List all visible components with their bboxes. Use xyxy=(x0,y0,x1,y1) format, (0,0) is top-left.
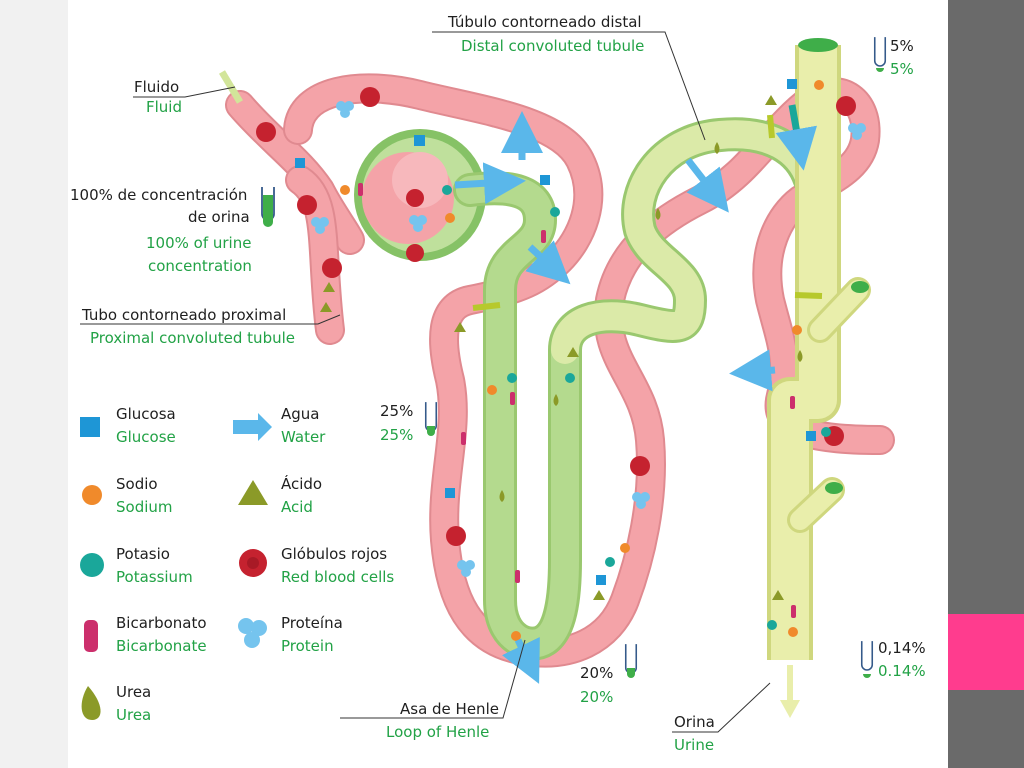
pct-20-es: 20% xyxy=(580,664,613,682)
acid-arrows xyxy=(472,114,823,311)
label-concentration: 100% de concentración de orina 100% of u… xyxy=(70,185,276,275)
label-fluid-es: Fluido xyxy=(134,78,179,96)
legend-bicarbonate-en: Bicarbonate xyxy=(116,637,207,655)
sodium-dot-icon xyxy=(82,485,102,505)
legend-item-glucose: Glucosa Glucose xyxy=(80,405,176,446)
pct-5-es: 5% xyxy=(890,37,914,55)
legend-acid-en: Acid xyxy=(281,498,313,516)
acid-triangle-icon xyxy=(238,480,268,505)
legend-potassium-en: Potassium xyxy=(116,568,193,586)
dark-flow-arrow xyxy=(775,104,818,171)
legend-sodium-en: Sodium xyxy=(116,498,173,516)
label-concentration-en-1: 100% of urine xyxy=(146,234,251,252)
pct-25-es: 25% xyxy=(380,402,413,420)
accent-block xyxy=(948,614,1024,690)
legend-protein-es: Proteína xyxy=(281,614,343,632)
pct-25-en: 25% xyxy=(380,426,413,444)
protein-cluster-icon xyxy=(238,618,267,648)
legend-acid-es: Ácido xyxy=(281,474,322,493)
legend-glucose-es: Glucosa xyxy=(116,405,176,423)
diagram-particles xyxy=(256,79,866,641)
fluid-inlet-arrow xyxy=(218,70,244,104)
test-tube-icon xyxy=(873,36,887,67)
legend: Glucosa Glucose Agua Water Sodio Sodium … xyxy=(80,405,394,724)
legend-potassium-es: Potasio xyxy=(116,545,170,563)
label-concentration-es-2: de orina xyxy=(188,208,250,226)
legend-water-en: Water xyxy=(281,428,326,446)
label-proximal: Tubo contorneado proximal Proximal convo… xyxy=(81,306,295,347)
glucose-square-icon xyxy=(80,417,100,437)
collecting-duct xyxy=(767,38,871,718)
legend-bicarbonate-es: Bicarbonato xyxy=(116,614,207,632)
label-fluid: Fluido Fluid xyxy=(134,78,182,116)
water-arrows xyxy=(454,111,776,684)
label-henle: Asa de Henle Loop of Henle xyxy=(386,700,499,741)
pct-25: 25% 25% xyxy=(380,401,438,444)
label-henle-en: Loop of Henle xyxy=(386,723,489,741)
legend-water-es: Agua xyxy=(281,405,319,423)
legend-rbc-en: Red blood cells xyxy=(281,568,394,586)
legend-item-protein: Proteína Protein xyxy=(238,614,343,655)
pct-014: 0,14% 0.14% xyxy=(860,639,926,680)
label-urine-es: Orina xyxy=(674,713,715,731)
legend-item-water: Agua Water xyxy=(233,405,326,446)
leader-lines xyxy=(80,31,771,733)
legend-item-sodium: Sodio Sodium xyxy=(82,475,173,516)
water-arrow-icon xyxy=(233,413,272,441)
legend-protein-en: Protein xyxy=(281,637,334,655)
legend-item-potassium: Potasio Potassium xyxy=(80,545,193,586)
legend-urea-en: Urea xyxy=(116,706,151,724)
label-fluid-en: Fluid xyxy=(146,98,182,116)
legend-item-bicarbonate: Bicarbonato Bicarbonate xyxy=(84,614,207,655)
legend-rbc-es: Glóbulos rojos xyxy=(281,545,387,563)
proximal-tubule-and-loop xyxy=(453,117,827,661)
test-tube-full-icon xyxy=(260,185,276,227)
legend-urea-es: Urea xyxy=(116,683,151,701)
label-concentration-en-2: concentration xyxy=(148,257,252,275)
pct-5-en: 5% xyxy=(890,60,914,78)
label-proximal-en: Proximal convoluted tubule xyxy=(90,329,295,347)
label-proximal-es: Tubo contorneado proximal xyxy=(81,306,286,324)
pct-014-en: 0.14% xyxy=(878,662,926,680)
label-urine: Orina Urine xyxy=(674,713,715,754)
label-henle-es: Asa de Henle xyxy=(400,700,499,718)
label-distal-en: Distal convoluted tubule xyxy=(461,37,644,55)
pct-20: 20% 20% xyxy=(580,643,638,706)
potassium-dot-icon xyxy=(80,553,104,577)
test-tube-icon xyxy=(860,640,874,672)
label-distal-es: Túbulo contorneado distal xyxy=(447,13,642,31)
bicarbonate-pill-icon xyxy=(84,620,98,652)
legend-item-acid: Ácido Acid xyxy=(238,474,322,516)
legend-glucose-en: Glucose xyxy=(116,428,176,446)
pct-20-en: 20% xyxy=(580,688,613,706)
legend-item-urea: Urea Urea xyxy=(81,683,151,724)
pct-014-es: 0,14% xyxy=(878,639,926,657)
urea-drop-icon xyxy=(81,686,101,720)
label-concentration-es-1: 100% de concentración xyxy=(70,186,247,204)
legend-sodium-es: Sodio xyxy=(116,475,158,493)
legend-item-red-blood-cells: Glóbulos rojos Red blood cells xyxy=(239,545,394,586)
label-urine-en: Urine xyxy=(674,736,714,754)
label-distal: Túbulo contorneado distal Distal convolu… xyxy=(447,13,644,55)
pct-5: 5% 5% xyxy=(873,36,914,78)
